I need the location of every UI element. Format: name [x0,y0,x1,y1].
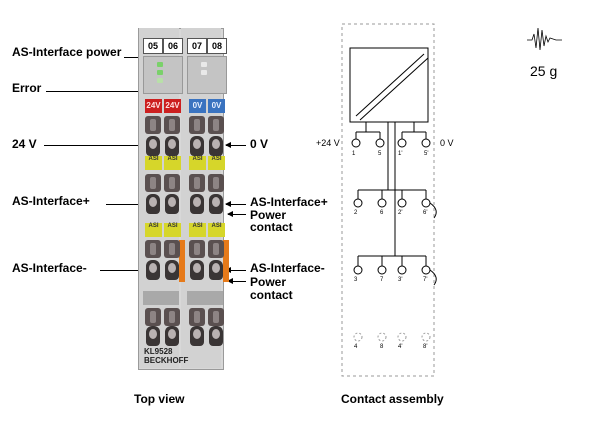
pin-1p: 1' [398,151,402,157]
led-green-2 [157,70,163,75]
pin-7: 7 [380,277,384,283]
label-asi-minus-left: AS-Interface- [12,261,87,275]
tab-label-05: 05 [143,38,163,54]
pin-6p: 6' [423,210,427,216]
pin-1: 1 [352,151,356,157]
label-plus24v: +24 V [316,138,340,148]
label-power-contact-1b: contact [250,220,293,234]
label-asi-plus-right: AS-Interface+ [250,195,328,209]
badge-asi-4: ASI [208,156,225,170]
terminal-top-view: 05 06 07 08 24V 24V 0V 0V ASI ASI ASI AS… [131,18,229,378]
arrow-asi-plus-right [225,201,246,207]
brand-label: BECKHOFF [144,356,189,365]
pin-5p: 5' [424,151,428,157]
badge-asi-1: ASI [145,156,162,170]
pin-7p: 7' [423,277,427,283]
label-power-contact-2b: contact [250,288,293,302]
pin-2: 2 [354,210,358,216]
pin-3: 3 [354,277,358,283]
arrow-power-contact-2 [227,278,246,284]
pin-8: 8 [380,344,384,350]
led-window-left [143,56,183,94]
tab-label-06: 06 [163,38,183,54]
waveform-icon [527,27,562,51]
badge-asi-5: ASI [145,223,162,237]
label-asi-minus-right: AS-Interface- [250,261,325,275]
pin-4p: 4' [398,344,402,350]
label-as-interface-power: AS-Interface power [12,45,122,59]
arrow-power-contact-1 [227,211,246,217]
badge-asi-2: ASI [164,156,181,170]
weight-value: 25 g [530,63,558,79]
label-power-contact-2: Power [250,275,287,289]
pin-4: 4 [354,344,358,350]
badge-asi-3: ASI [189,156,206,170]
arrow-0v [225,142,246,148]
led-green-3 [157,78,163,83]
badge-0v-1: 0V [189,99,206,113]
model-label: KL9528 [144,347,173,356]
led-green-1 [157,62,163,67]
badge-24v-1: 24V [145,99,162,113]
label-error: Error [12,81,42,95]
led-off-2 [201,70,207,75]
pin-6: 6 [380,210,384,216]
badge-asi-8: ASI [208,223,225,237]
tab-label-08: 08 [207,38,227,54]
label-0v: 0 V [250,137,269,151]
label-asi-plus-left: AS-Interface+ [12,194,90,208]
label-power-contact-1: Power [250,208,287,222]
caption-top-view: Top view [134,392,185,406]
pin-8p: 8' [423,344,427,350]
label-zero-v: 0 V [440,138,454,148]
badge-24v-2: 24V [164,99,181,113]
badge-0v-2: 0V [208,99,225,113]
badge-asi-6: ASI [164,223,181,237]
caption-contact-assembly: Contact assembly [341,392,444,406]
tab-label-07: 07 [187,38,207,54]
label-24v: 24 V [12,137,37,151]
orange-stripe-left [179,240,185,282]
orange-stripe-right [223,240,229,282]
badge-asi-7: ASI [189,223,206,237]
led-window-right [187,56,227,94]
pin-2p: 2' [398,210,402,216]
pin-5: 5 [378,151,382,157]
led-off-1 [201,62,207,67]
pin-3p: 3' [398,277,402,283]
